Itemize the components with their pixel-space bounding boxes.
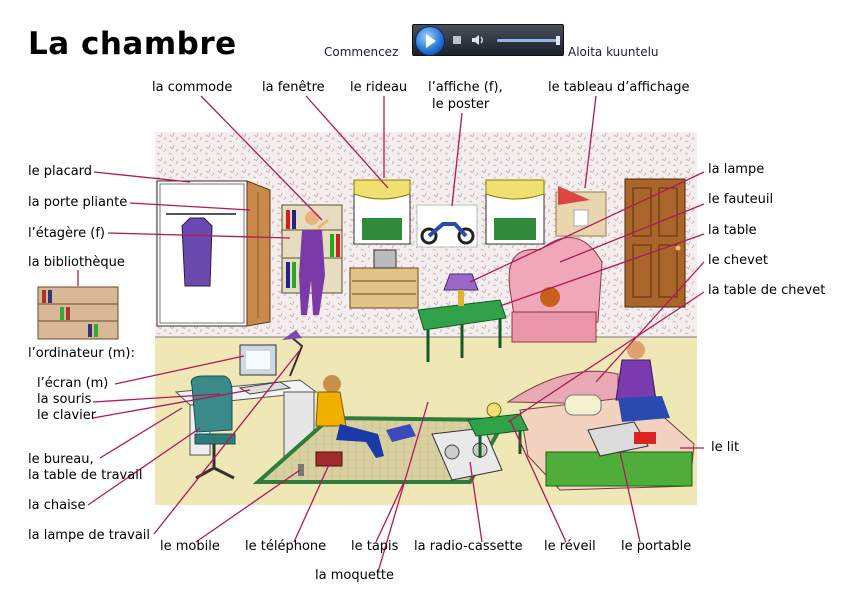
armchair <box>508 237 603 343</box>
label-placard: le placard <box>28 164 93 179</box>
stop-icon[interactable] <box>453 36 461 44</box>
label-table: la table <box>708 223 757 238</box>
table-lamp <box>443 273 479 306</box>
label-mobile: le mobile <box>160 539 220 554</box>
label-porte-pliante: la porte pliante <box>28 195 128 210</box>
label-commode: la commode <box>152 80 233 95</box>
window-left <box>353 179 411 245</box>
volume-icon[interactable] <box>471 33 485 47</box>
label-lit: le lit <box>711 440 740 455</box>
play-icon[interactable] <box>415 26 445 56</box>
window-right <box>485 179 545 245</box>
side-table <box>417 299 507 362</box>
label-bureau-line2: la table de travail <box>28 468 143 483</box>
closet <box>156 180 271 327</box>
page-title: La chambre <box>28 26 237 62</box>
bulletin-board <box>555 186 607 237</box>
red-book <box>634 432 656 444</box>
dresser <box>349 249 419 309</box>
audio-player <box>412 24 564 56</box>
label-affiche-line2: le poster <box>432 97 490 112</box>
label-souris: la souris <box>37 392 92 407</box>
woman-figure <box>615 341 670 422</box>
start-label: Commencez <box>324 45 399 59</box>
bookshelf-thumbnail <box>37 270 119 340</box>
label-ordinateur: l’ordinateur (m): <box>28 346 135 361</box>
label-telephone: le téléphone <box>245 539 327 554</box>
label-bureau-line1: le bureau, <box>28 452 94 467</box>
motorcycle-poster <box>416 204 478 248</box>
label-lampe: la lampe <box>708 162 765 177</box>
label-bibliotheque: la bibliothèque <box>28 255 125 270</box>
mobile-phone <box>298 464 304 476</box>
listen-label: Aloita kuuntelu <box>568 45 659 59</box>
label-fauteuil: le fauteuil <box>708 192 774 207</box>
label-etagere: l’étagère (f) <box>28 226 105 241</box>
label-moquette: la moquette <box>315 568 395 583</box>
label-lampe-travail: la lampe de travail <box>28 528 151 543</box>
desk-lamp <box>289 335 304 377</box>
label-radio-cassette: la radio-cassette <box>414 539 523 554</box>
label-tapis: le tapis <box>351 539 399 554</box>
label-ecran: l’écran (m) <box>37 376 109 391</box>
keyboard <box>238 381 292 395</box>
label-rideau: le rideau <box>350 80 408 95</box>
label-chevet: le chevet <box>708 253 768 268</box>
seek-bar[interactable] <box>497 36 560 45</box>
bed <box>506 370 695 491</box>
desk-chair <box>190 375 236 480</box>
label-fenetre: la fenêtre <box>262 80 325 95</box>
alarm-clock <box>486 402 502 418</box>
leader-lines <box>87 95 705 573</box>
laptop <box>587 421 649 457</box>
pillow <box>564 394 602 416</box>
hanging-robe <box>181 217 213 287</box>
boy-figure <box>298 375 384 476</box>
telephone-on-dresser <box>373 249 397 269</box>
label-tableau: le tableau d’affichage <box>548 80 690 95</box>
label-chaise: la chaise <box>28 498 86 513</box>
girl-figure <box>299 211 329 315</box>
radio-cassette <box>431 427 503 481</box>
label-clavier: le clavier <box>37 408 97 423</box>
nightstand <box>467 402 529 458</box>
label-table-chevet: la table de chevet <box>708 283 826 298</box>
label-reveil: le réveil <box>544 539 596 554</box>
label-affiche-line1: l’affiche (f), <box>428 80 503 95</box>
door <box>624 178 686 308</box>
label-portable: le portable <box>621 539 692 554</box>
book-on-floor <box>386 424 416 442</box>
